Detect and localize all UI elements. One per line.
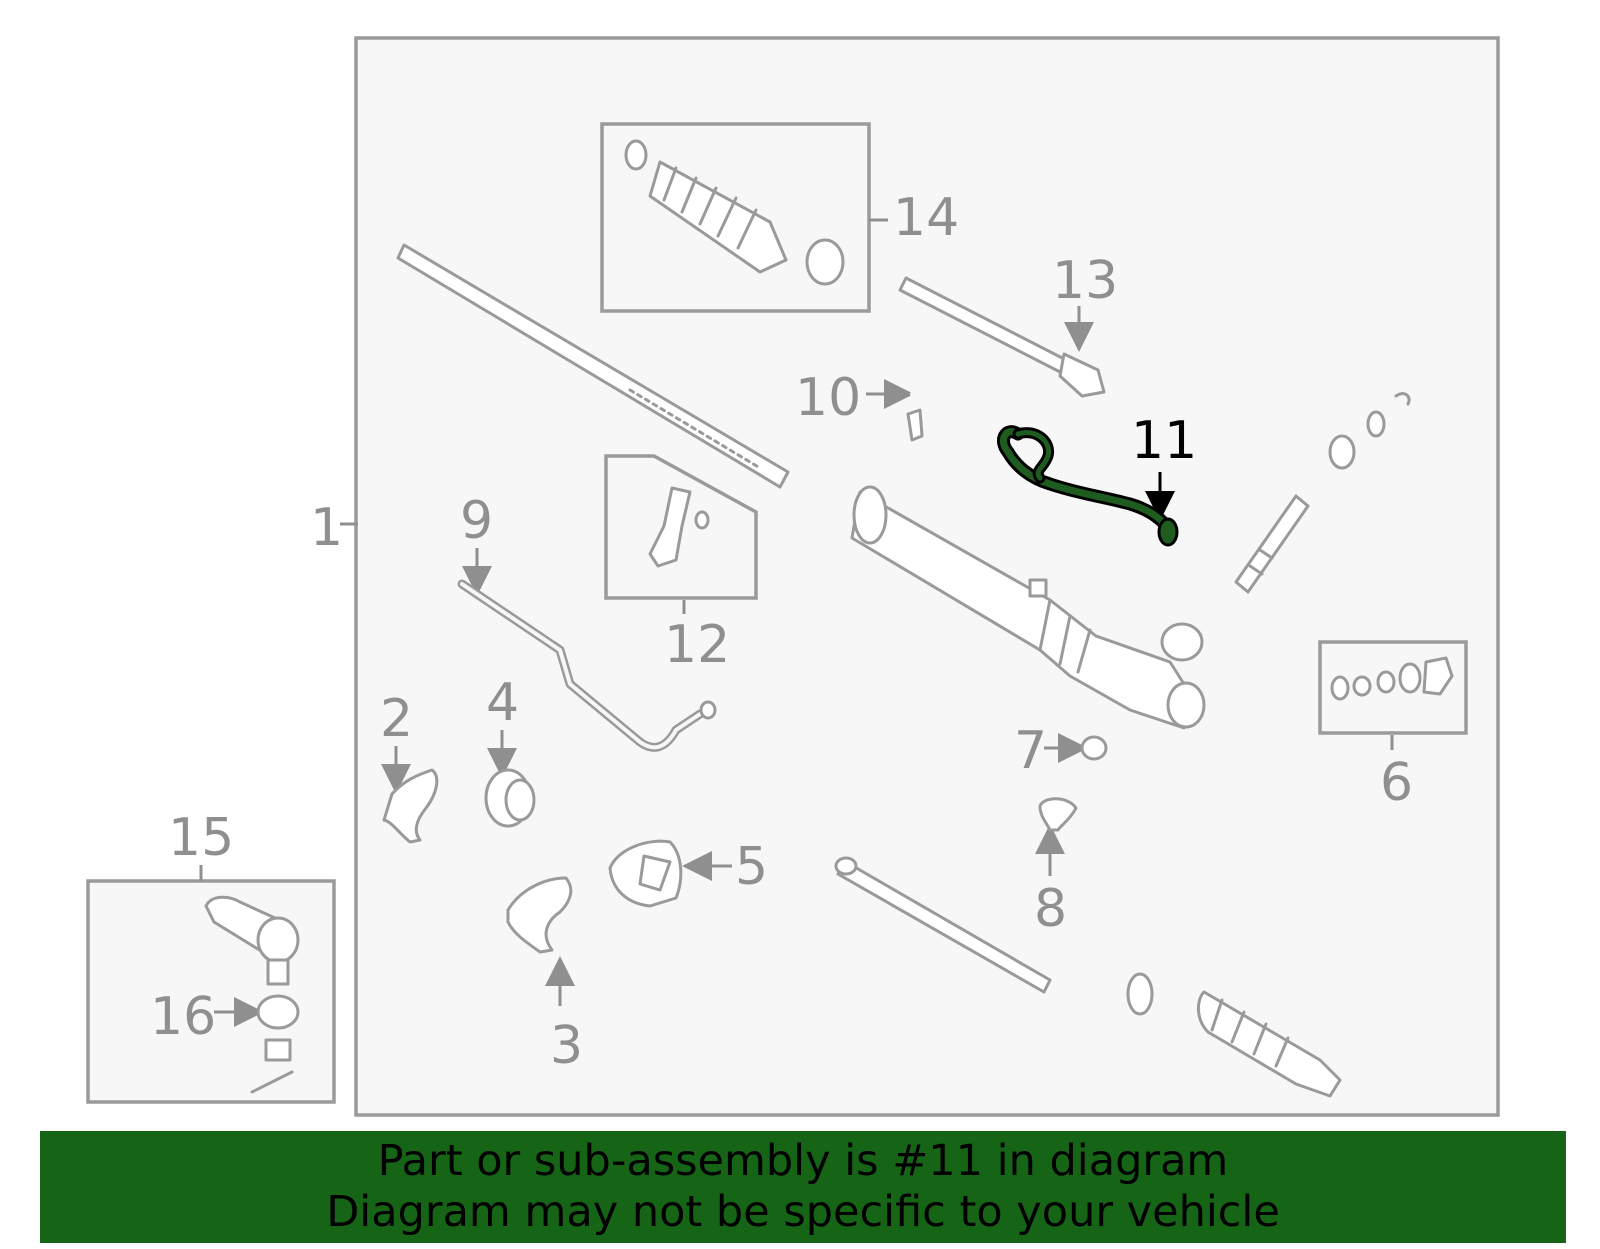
callout-11[interactable]: 11 xyxy=(1131,411,1197,471)
box-14 xyxy=(600,122,871,313)
part-boot-lower[interactable] xyxy=(1197,990,1342,1098)
info-banner: Part or sub-assembly is #11 in diagram D… xyxy=(40,1131,1566,1243)
callout-4[interactable]: 4 xyxy=(486,673,519,733)
callout-7[interactable]: 7 xyxy=(1014,721,1047,781)
part-tie-rod-end-15[interactable] xyxy=(204,895,300,986)
part-mount-5[interactable] xyxy=(608,839,683,908)
part-bracket-3[interactable] xyxy=(506,876,573,954)
box-6 xyxy=(1318,640,1468,735)
part-tie-rod-lower[interactable] xyxy=(834,856,1052,994)
part-boot-kit-14[interactable] xyxy=(624,139,845,286)
callout-5[interactable]: 5 xyxy=(735,837,768,897)
callout-8[interactable]: 8 xyxy=(1034,879,1067,939)
part-nut-7[interactable] xyxy=(1080,735,1108,761)
part-line-9[interactable] xyxy=(457,579,717,752)
part-bracket-12[interactable] xyxy=(648,486,710,568)
callout-15[interactable]: 15 xyxy=(168,808,234,868)
part-valve-assembly[interactable] xyxy=(1234,392,1411,594)
part-rack-housing[interactable] xyxy=(850,485,1206,730)
callout-16[interactable]: 16 xyxy=(150,987,216,1047)
part-clamp-2[interactable] xyxy=(382,768,439,844)
part-tie-rod-13[interactable] xyxy=(898,276,1106,398)
callout-3[interactable]: 3 xyxy=(550,1016,583,1076)
box-12 xyxy=(604,454,758,600)
callout-1[interactable]: 1 xyxy=(310,498,343,558)
part-return-line-11[interactable] xyxy=(997,425,1179,547)
banner-line-1: Part or sub-assembly is #11 in diagram xyxy=(377,1136,1229,1186)
callout-13[interactable]: 13 xyxy=(1052,251,1118,311)
part-clip-lower[interactable] xyxy=(1126,972,1154,1016)
part-plug-8[interactable] xyxy=(1038,797,1078,832)
callout-6[interactable]: 6 xyxy=(1380,753,1413,813)
banner-line-2: Diagram may not be specific to your vehi… xyxy=(326,1187,1280,1237)
part-rack-bar[interactable] xyxy=(396,243,790,489)
callout-2[interactable]: 2 xyxy=(380,689,413,749)
callout-14[interactable]: 14 xyxy=(893,188,959,248)
part-seal-kit-6[interactable] xyxy=(1330,656,1454,701)
part-pressure-line-10[interactable] xyxy=(906,392,1160,562)
part-bushing-4[interactable] xyxy=(484,768,536,828)
part-boot-16[interactable] xyxy=(250,994,300,1094)
callout-12[interactable]: 12 xyxy=(664,615,730,675)
callout-10[interactable]: 10 xyxy=(795,368,861,428)
callout-9[interactable]: 9 xyxy=(460,491,493,551)
